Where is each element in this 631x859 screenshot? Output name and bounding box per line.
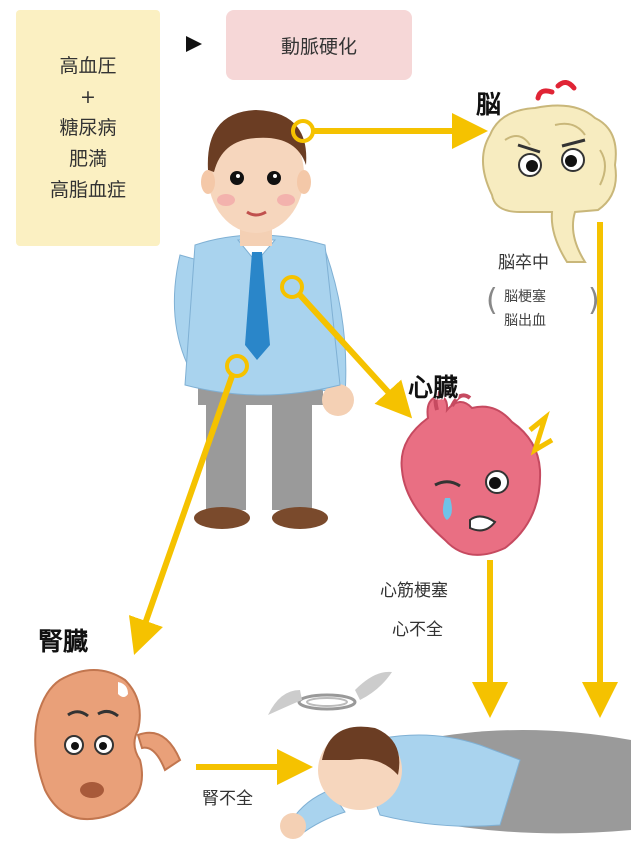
heart-disease-infarction: 心筋梗塞 [380, 581, 448, 601]
risk-factor-hypertension: 高血圧 [59, 54, 117, 77]
brain-illustration [481, 80, 617, 263]
brain-subtype-hemorrhage: 脳出血 [504, 313, 546, 329]
halo-icon [297, 693, 357, 711]
collapsed-person-illustration [268, 671, 631, 839]
arteriosclerosis-box: 動脈硬化 [226, 10, 412, 80]
sweat-icon [118, 682, 128, 697]
arteriosclerosis-label: 動脈硬化 [280, 35, 357, 58]
heart-label: 心臓 [408, 373, 459, 402]
arrow-to-heart [297, 292, 413, 419]
man-illustration [173, 110, 354, 529]
heart-disease-failure: 心不全 [392, 620, 443, 640]
arrow-right-icon [186, 36, 202, 52]
risk-factor-diabetes: 糖尿病 [59, 116, 117, 139]
risk-factors-box: 高血圧 + 糖尿病 肥満 高脂血症 [16, 10, 160, 246]
pain-bolt-icon [528, 410, 554, 456]
tear-icon [442, 498, 452, 520]
kidney-label: 腎臓 [38, 627, 89, 656]
risk-factor-obesity: 肥満 [68, 147, 107, 170]
arrows [128, 113, 618, 785]
risk-factor-hyperlipidemia: 高脂血症 [49, 178, 126, 201]
kidney-illustration [34, 669, 182, 821]
kidney-disease: 腎不全 [202, 789, 253, 809]
arrow-to-kidney [128, 375, 235, 655]
heart-illustration [400, 390, 554, 556]
wing-icon [268, 690, 302, 715]
alert-mark-icon [535, 80, 577, 101]
risk-factor-plus: + [80, 85, 96, 108]
brain-subtype-infarction: 脳梗塞 [504, 289, 546, 305]
brain-disease: 脳卒中 [498, 253, 549, 273]
brain-label: 脳 [476, 90, 502, 119]
